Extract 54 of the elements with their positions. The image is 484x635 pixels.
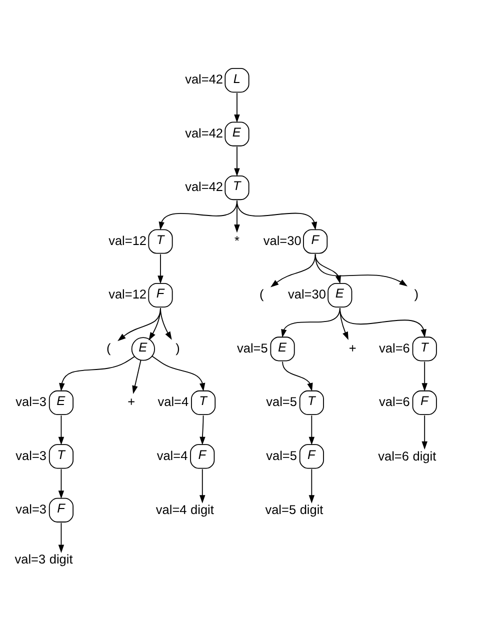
arrow	[270, 253, 316, 287]
node-label: val=42	[185, 124, 224, 140]
node-text: )	[414, 286, 419, 302]
node-label: val=42	[185, 71, 224, 86]
node-label: val=12	[108, 232, 147, 248]
node-label: val=4	[156, 447, 188, 462]
node-text: +	[348, 340, 356, 355]
node-label: val=5	[236, 340, 268, 355]
node-label: val=3	[16, 447, 47, 462]
arrow	[158, 253, 164, 284]
node-label: val=5	[266, 447, 297, 462]
node-label: val=12	[108, 286, 147, 302]
arrow	[314, 253, 408, 286]
arrow	[200, 468, 206, 503]
node-label: val=5	[265, 501, 296, 516]
node-text: digit	[412, 448, 436, 463]
arrow	[422, 360, 428, 391]
node-label: val=3	[16, 501, 47, 516]
node-label: val=6	[379, 340, 410, 355]
arrow	[160, 307, 172, 340]
arrow	[339, 307, 426, 338]
node-label: val=4	[158, 394, 189, 409]
node-text: digit	[300, 501, 324, 516]
arrow	[59, 356, 135, 391]
node-circle: E	[131, 336, 156, 360]
node-text: (	[259, 286, 264, 302]
arrow	[236, 200, 318, 230]
node-label: val=3	[16, 394, 47, 409]
node-label: val=6	[378, 448, 409, 463]
arrow	[200, 414, 206, 445]
node-label: val=6	[379, 394, 410, 409]
node-label: val=4	[156, 501, 187, 516]
node-label: val=42	[185, 178, 224, 194]
arrow	[58, 414, 64, 445]
node-label: val=30	[288, 286, 326, 302]
node-text: *	[234, 232, 240, 248]
node-text: )	[176, 340, 180, 355]
arrow	[422, 414, 428, 450]
arrow	[132, 359, 142, 394]
arrow	[282, 360, 313, 391]
node-label: val=5	[266, 394, 297, 409]
arrow	[58, 468, 64, 498]
arrow	[58, 522, 64, 552]
arrow	[234, 146, 240, 176]
node-label: val=30	[263, 232, 302, 248]
arrow	[308, 414, 315, 445]
node-label: val=3	[14, 551, 46, 566]
node-text: digit	[190, 501, 214, 516]
node-text: (	[106, 340, 111, 355]
arrow	[308, 468, 315, 503]
node-text: digit	[49, 551, 73, 566]
node-text: +	[128, 394, 136, 409]
arrow	[234, 92, 240, 122]
arrow	[152, 355, 206, 391]
